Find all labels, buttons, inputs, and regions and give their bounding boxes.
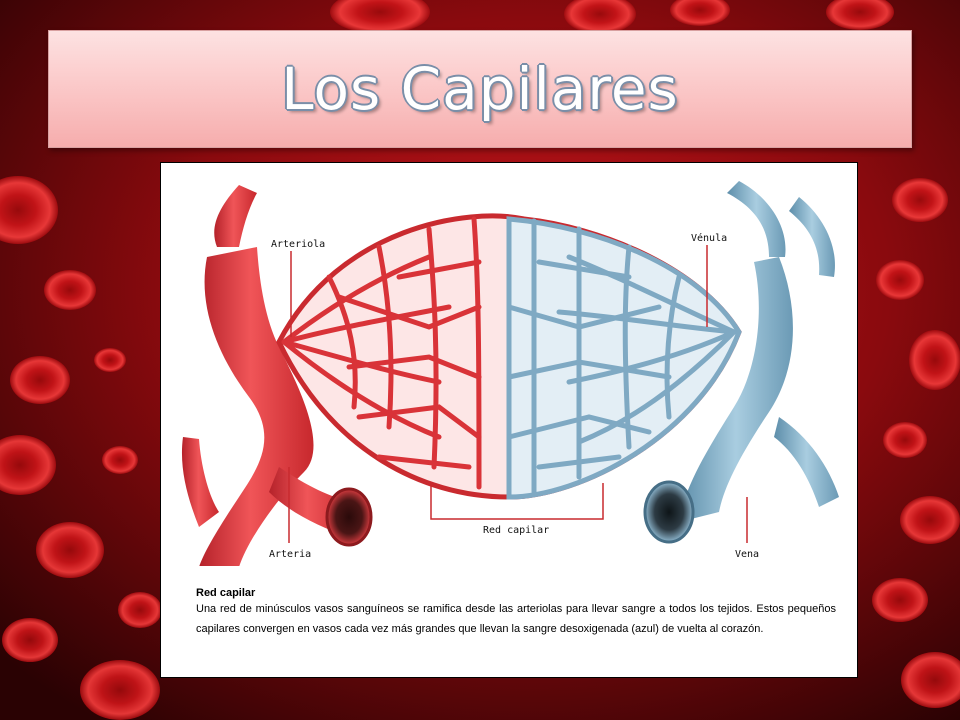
figure-caption: Red capilar Una red de minúsculos vasos …	[178, 566, 846, 674]
label-red-capilar-text: Red capilar	[483, 525, 549, 536]
capillary-network-diagram: Arteriola Vénula Red capilar Arteria Ven…	[181, 181, 839, 567]
label-arteriola-text: Arteriola	[271, 239, 325, 250]
slide-title: Los Capilares	[281, 55, 679, 123]
label-venula: Vénula	[691, 232, 727, 327]
title-banner: Los Capilares	[48, 30, 912, 148]
caption-text: Una red de minúsculos vasos sanguíneos s…	[196, 603, 836, 635]
caption-title: Red capilar	[196, 587, 256, 599]
capillary-network	[276, 213, 742, 500]
label-arteriola: Arteriola	[271, 239, 325, 337]
artery-vessel	[181, 185, 373, 567]
label-venula-text: Vénula	[691, 232, 727, 244]
label-vena-text: Vena	[735, 549, 759, 560]
label-arteria-text: Arteria	[269, 549, 311, 560]
vein-vessel	[643, 181, 839, 544]
label-arteria: Arteria	[269, 467, 311, 560]
label-vena: Vena	[735, 497, 759, 560]
label-red-capilar: Red capilar	[430, 483, 604, 536]
